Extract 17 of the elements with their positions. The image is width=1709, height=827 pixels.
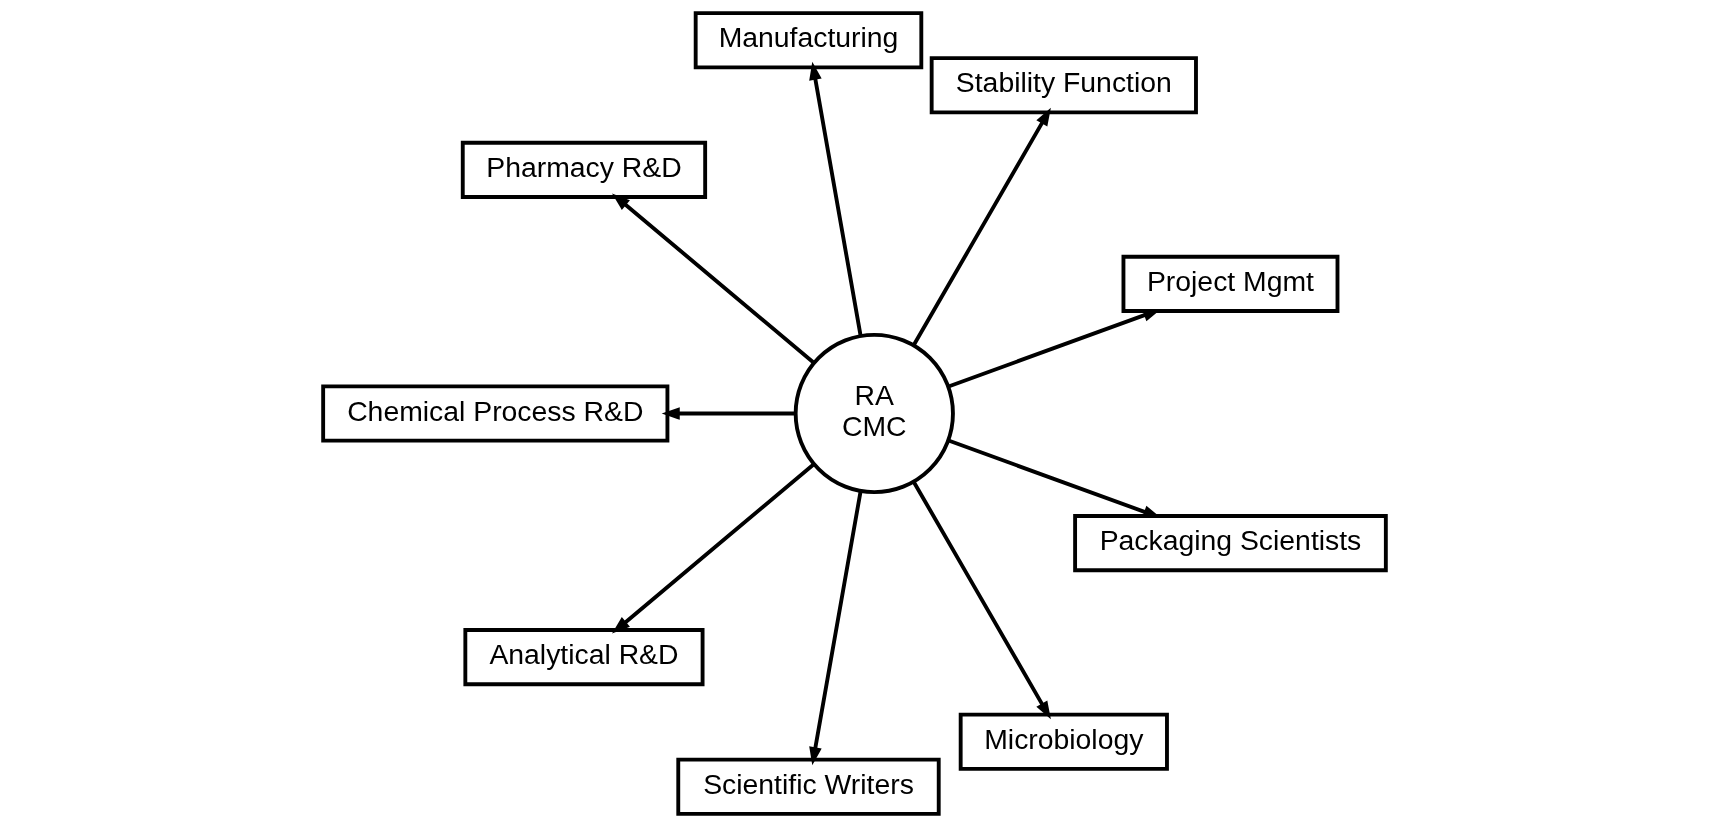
- node-box: Pharmacy R&D: [460, 140, 708, 199]
- node-box: Chemical Process R&D: [321, 384, 670, 443]
- node-box: Microbiology: [958, 712, 1169, 771]
- arrow: [912, 480, 1051, 720]
- node-box: Stability Function: [929, 56, 1198, 115]
- node-box: Scientific Writers: [676, 757, 941, 816]
- node-box: Analytical R&D: [463, 628, 705, 687]
- arrow: [809, 61, 863, 337]
- arrow: [661, 407, 796, 420]
- node-box: Manufacturing: [693, 11, 924, 70]
- arrow: [612, 462, 816, 634]
- arrow: [912, 107, 1051, 347]
- node-box: Project Mgmt: [1121, 254, 1340, 313]
- node-box: Packaging Scientists: [1073, 514, 1388, 573]
- arrow: [612, 193, 816, 365]
- arrow: [809, 490, 863, 766]
- node-circle: RA CMC: [793, 332, 955, 495]
